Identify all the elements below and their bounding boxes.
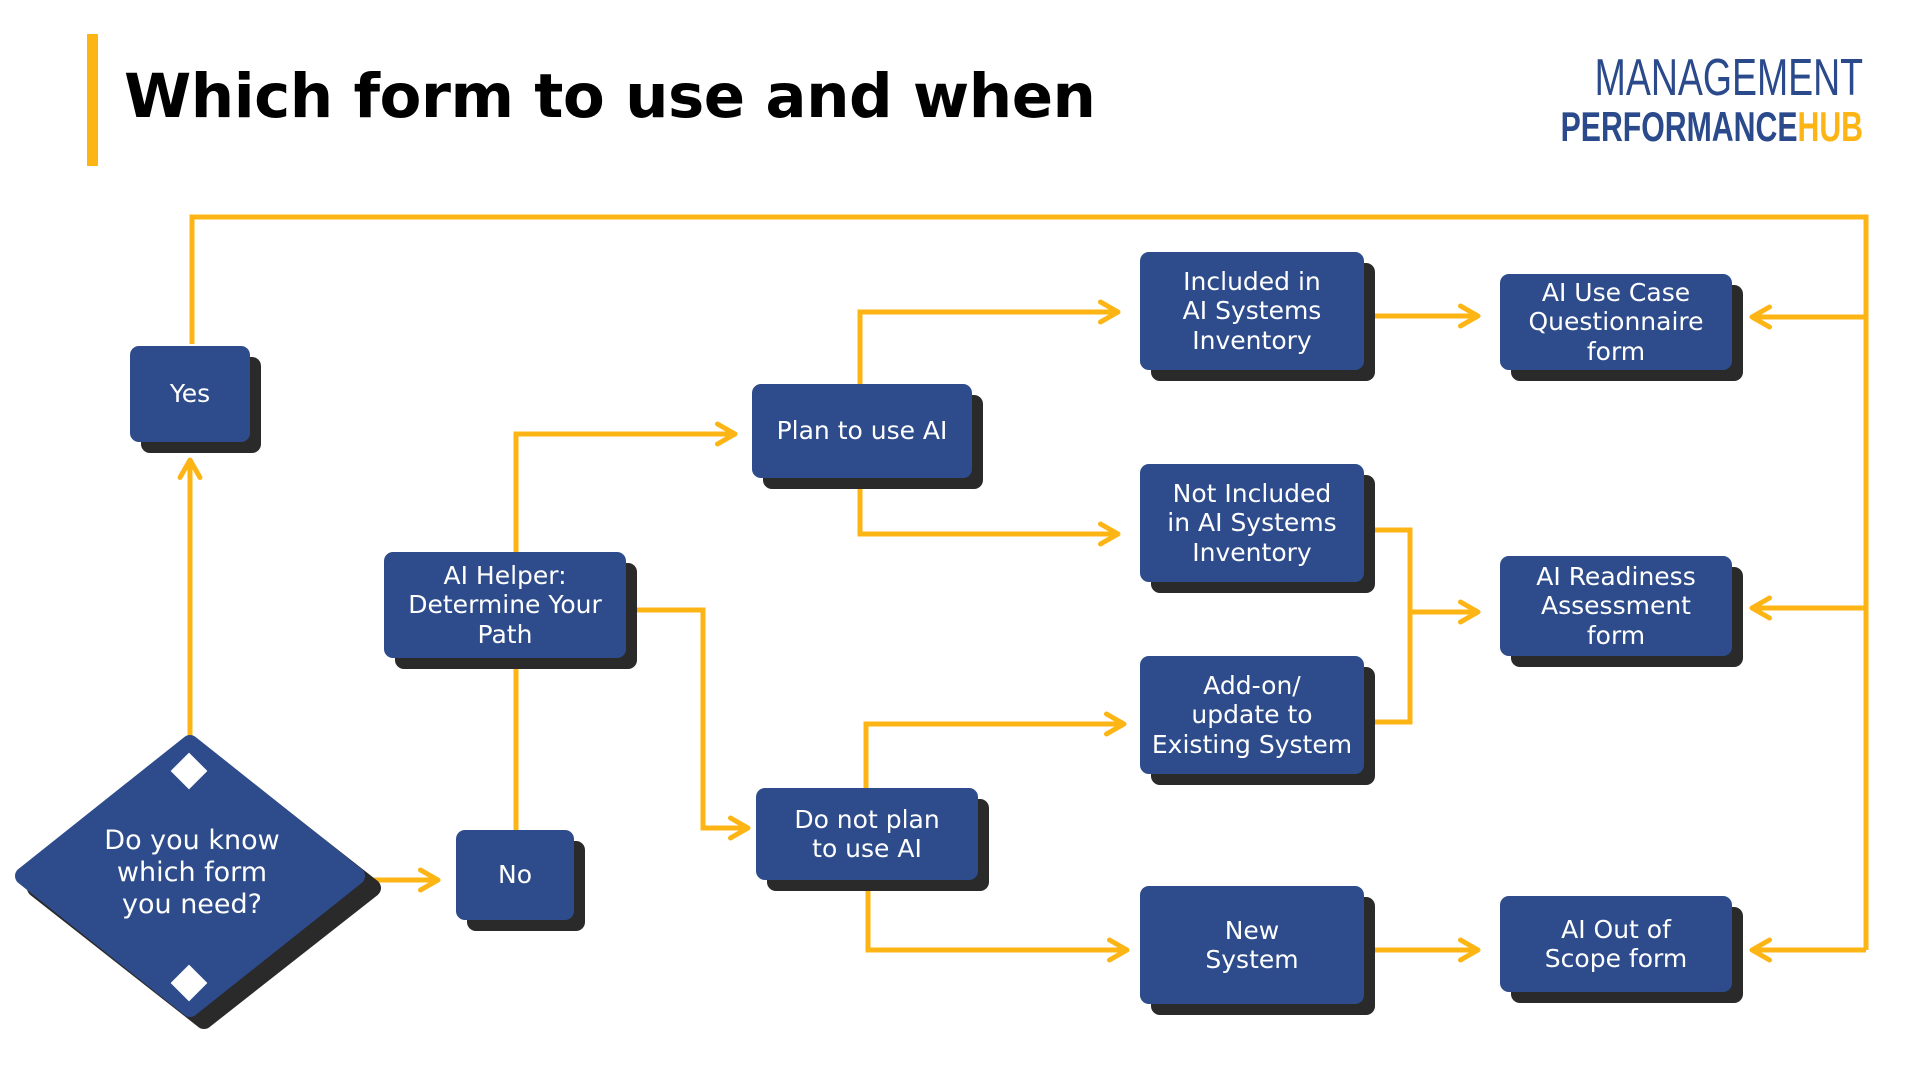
node-ai-use-case-questionnaire-form: AI Use Case Questionnaire form	[1500, 274, 1732, 370]
node-addon-existing-system: Add-on/ update to Existing System	[1140, 656, 1364, 774]
start-question-label: Do you know which form you need?	[104, 825, 280, 920]
node-do-not-plan-to-use-ai: Do not plan to use AI	[756, 788, 978, 880]
connector-ai-helper-to-not-plan	[632, 607, 751, 841]
connector-plan-to-included	[857, 299, 1121, 384]
node-not-included-in-inventory: Not Included in AI Systems Inventory	[1140, 464, 1364, 582]
diamond-bottom-marker	[170, 964, 208, 1002]
page-title: Which form to use and when	[124, 61, 1096, 132]
node-included-in-inventory: Included in AI Systems Inventory	[1140, 252, 1364, 370]
connector-yes-loop	[189, 214, 1869, 950]
connector-not-plan-to-new-system	[865, 880, 1130, 963]
node-ai-out-of-scope-form: AI Out of Scope form	[1500, 896, 1732, 992]
title-accent-bar	[87, 34, 98, 166]
start-decision-diamond	[15, 735, 381, 1029]
node-new-system: New System	[1140, 886, 1364, 1004]
node-no: No	[456, 830, 574, 920]
logo-line-performance-hub: PERFORMANCEHUB	[1561, 106, 1863, 148]
logo-hub: HUB	[1797, 103, 1863, 150]
connector-ai-helper-to-plan	[513, 421, 738, 556]
node-yes: Yes	[130, 346, 250, 442]
connector-not-plan-to-addon	[863, 711, 1127, 788]
node-ai-helper: AI Helper: Determine Your Path	[384, 552, 626, 658]
node-plan-to-use-ai: Plan to use AI	[752, 384, 972, 478]
logo-line-management: MANAGEMENT	[1594, 49, 1863, 107]
logo-performance: PERFORMANCE	[1560, 103, 1798, 150]
connector-not-included-to-bracket	[1366, 527, 1413, 725]
diamond-top-marker	[170, 752, 208, 790]
node-ai-readiness-assessment-form: AI Readiness Assessment form	[1500, 556, 1732, 656]
company-logo: MANAGEMENT PERFORMANCEHUB	[1443, 52, 1863, 148]
connector-plan-to-not-included	[857, 480, 1121, 547]
